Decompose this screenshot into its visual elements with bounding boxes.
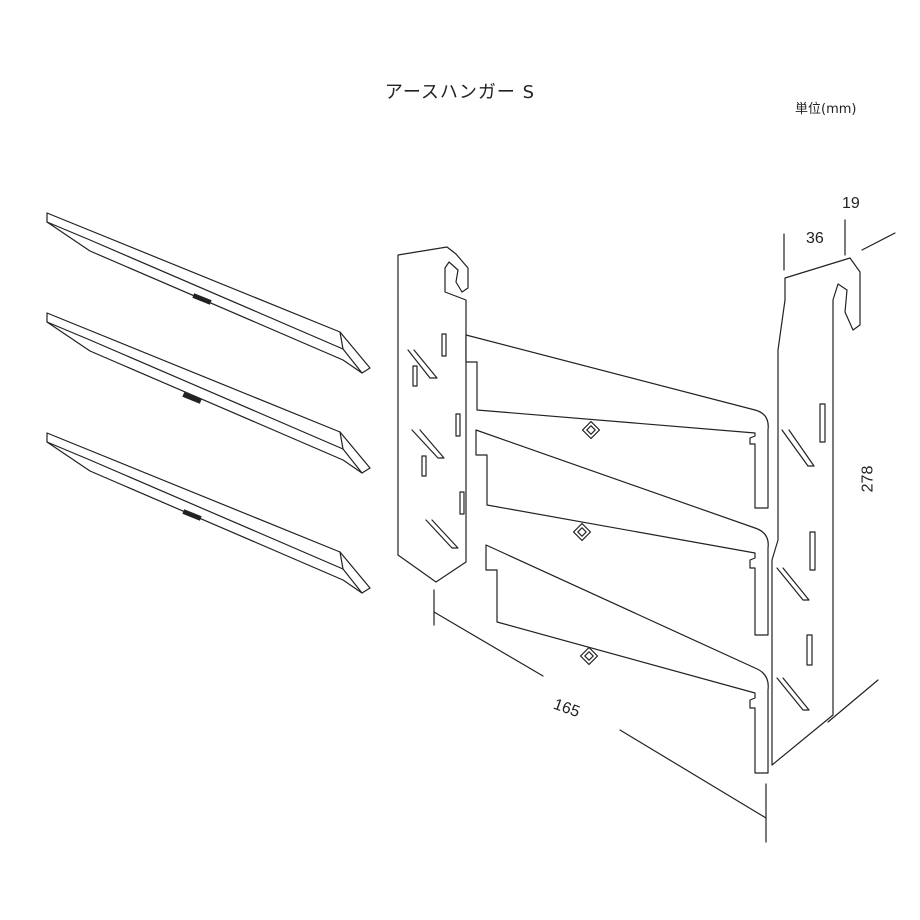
- loose-shelf-1: [47, 213, 370, 373]
- dimension-lines: [434, 220, 895, 842]
- dimension-height-label: 278: [859, 465, 877, 493]
- dimension-depth-label: 36: [806, 230, 824, 247]
- diagram-title: アースハンガー S: [384, 82, 536, 103]
- mounted-shelf-3: [486, 545, 768, 773]
- dimension-thickness-label: 19: [842, 195, 860, 212]
- back-side-panel: [398, 247, 468, 582]
- mounted-shelf-1: [466, 335, 768, 508]
- loose-shelf-3: [47, 433, 370, 593]
- unit-label: 単位(mm): [795, 102, 857, 117]
- front-side-panel: [772, 258, 860, 765]
- mounted-shelf-2: [476, 430, 768, 635]
- loose-shelf-2: [47, 313, 370, 473]
